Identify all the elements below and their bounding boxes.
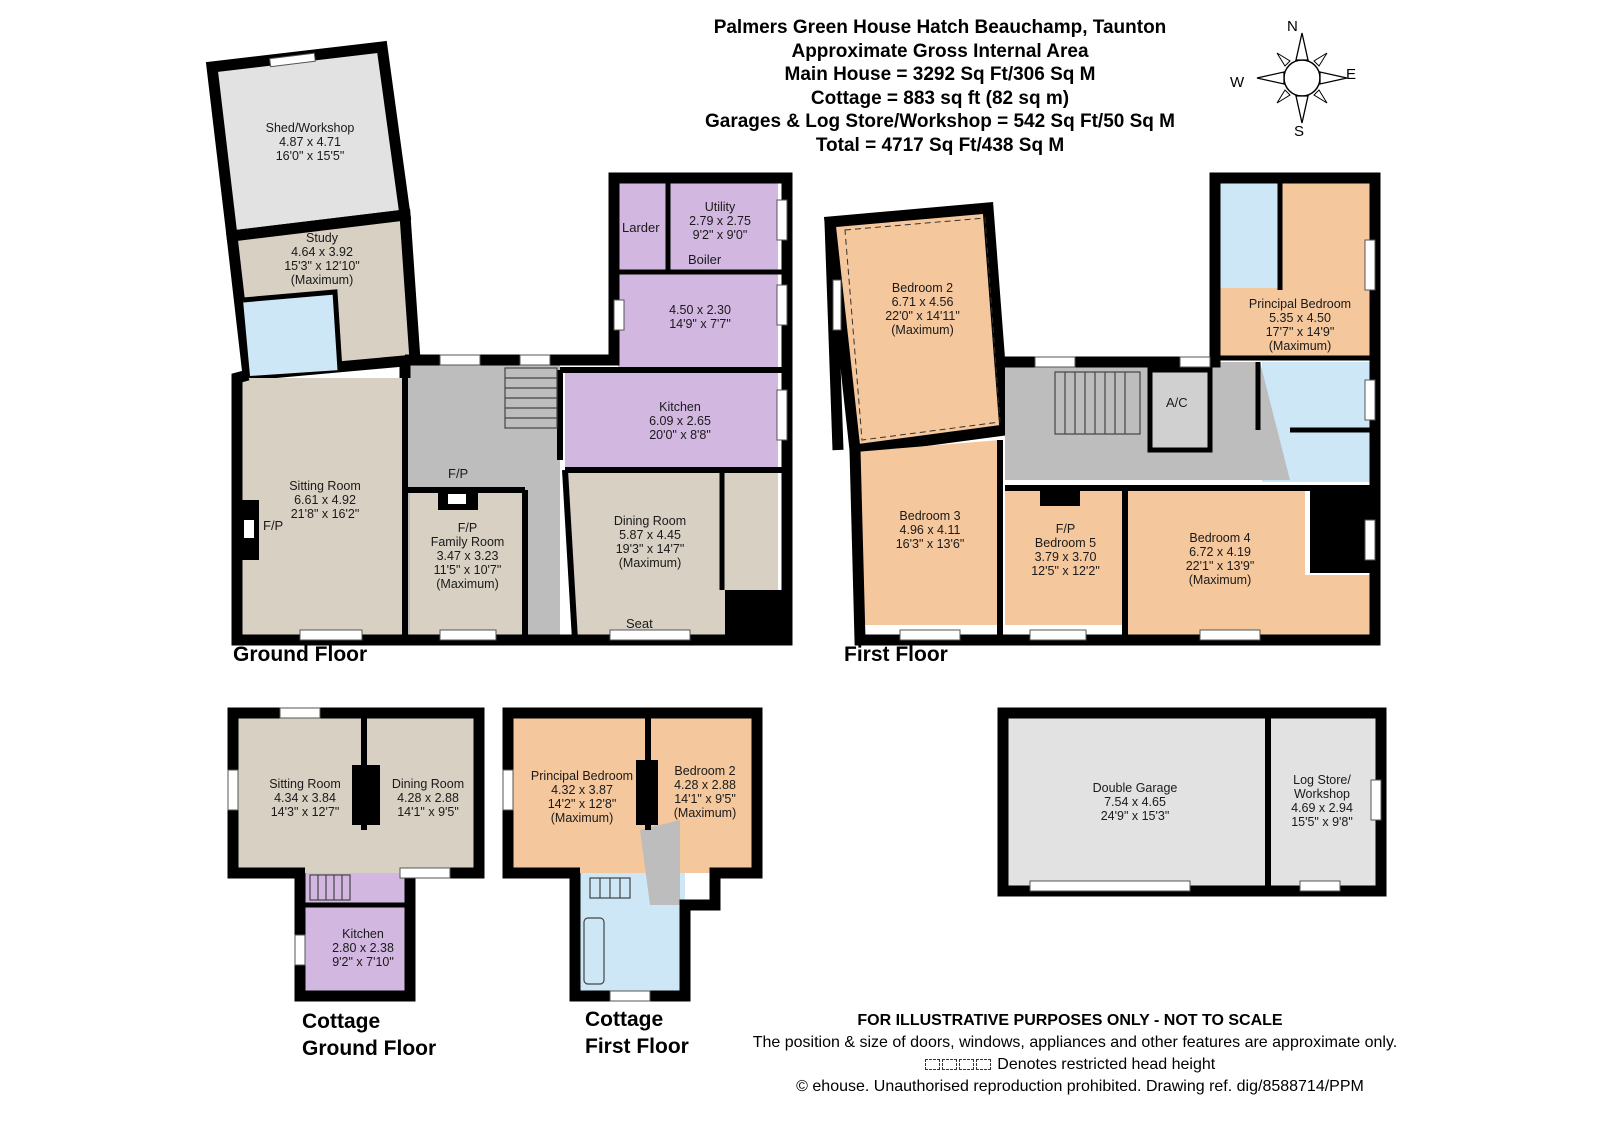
footer-disclaimer: FOR ILLUSTRATIVE PURPOSES ONLY - NOT TO … — [857, 1012, 1283, 1029]
compass-north-label: N — [1287, 18, 1298, 35]
room-larder: Larder — [622, 220, 660, 235]
cottage-principal-bedroom-area — [513, 718, 648, 873]
area-cottage: Cottage = 883 sq ft (82 sq m) — [810, 87, 1070, 109]
dining-room-area — [565, 470, 778, 640]
garage-plan — [997, 707, 1387, 897]
cottage-ground-floor-plan — [227, 707, 485, 1002]
footer-note: The position & size of doors, windows, a… — [752, 1034, 1398, 1051]
cottage-kitchen-area — [305, 873, 410, 991]
area-total: Total = 4717 Sq Ft/438 Sq M — [815, 134, 1065, 156]
restricted-height-icon — [924, 1059, 940, 1070]
footer-legend-text: Denotes restricted head height — [997, 1056, 1216, 1073]
bedroom-3-area — [855, 440, 1000, 625]
double-garage-area — [1008, 718, 1268, 886]
bedroom-4-area — [1128, 488, 1375, 640]
compass-icon — [1256, 32, 1348, 124]
kitchen-area — [565, 370, 778, 470]
compass-south-label: S — [1294, 123, 1305, 140]
ground-floor-plan — [205, 40, 793, 646]
footer-legend: Denotes restricted head height — [900, 1054, 1240, 1076]
sitting-room-area — [237, 378, 405, 636]
cottage-dining-room-area — [364, 718, 474, 873]
dining-seat-label: Seat — [626, 616, 653, 631]
log-store-area — [1268, 718, 1376, 886]
family-room-area — [410, 490, 525, 636]
area-main-house: Main House = 3292 Sq Ft/306 Sq M — [784, 64, 1096, 85]
plan-header: Palmers Green House Hatch Beauchamp, Tau… — [640, 16, 1240, 157]
hall-fireplace-label: F/P — [448, 466, 469, 481]
room-ac: A/C — [1166, 395, 1188, 410]
floor-label-ground: Ground Floor — [233, 643, 368, 666]
area-garages: Garages & Log Store/Workshop = 542 Sq Ft… — [704, 111, 1175, 132]
bedroom-5-area — [1005, 490, 1125, 625]
first-floor-plan — [823, 172, 1381, 646]
utility-area — [618, 178, 778, 373]
wc-area — [243, 292, 340, 376]
ensuite-area — [1220, 178, 1280, 288]
compass-east-label: E — [1346, 66, 1357, 83]
bedroom-2-area — [830, 208, 1005, 450]
cottage-landing-area — [640, 820, 680, 905]
plan-title: Palmers Green House Hatch Beauchamp, Tau… — [713, 17, 1167, 38]
room-boiler: Boiler — [688, 252, 722, 267]
cottage-first-floor-plan — [502, 707, 763, 1002]
cottage-sitting-room-area — [238, 718, 364, 873]
shed-workshop-area — [212, 47, 405, 236]
footer-copyright: © ehouse. Unauthorised reproduction proh… — [796, 1078, 1364, 1095]
plan-subtitle: Approximate Gross Internal Area — [791, 40, 1089, 62]
sitting-fireplace-label: F/P — [263, 518, 284, 533]
floor-label-first: First Floor — [844, 643, 948, 666]
compass-west-label: W — [1230, 74, 1245, 91]
